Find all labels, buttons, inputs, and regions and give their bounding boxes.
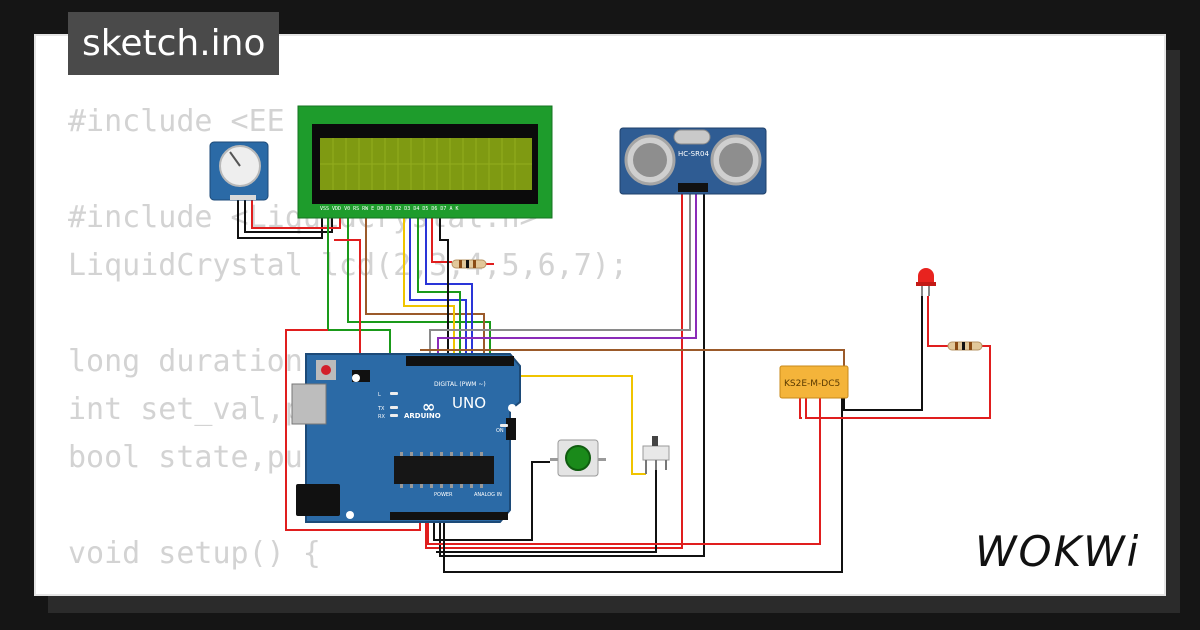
wire-pot-wiper [244,200,333,233]
tx-label: TX [377,406,385,412]
pot-indicator [229,151,241,167]
slide-switch-lever [652,436,658,446]
file-title: sketch.ino [68,12,280,75]
wire-switch-signal [414,375,646,475]
arduino-uno[interactable]: DIGITAL (PWM ~) ∞ UNO ARDUINO L TX RX ON… [291,353,521,523]
wire-switch-gnd [436,470,657,553]
relay[interactable]: KS2E-M-DC5 [779,365,849,399]
relay-body [779,365,849,399]
lcd-pin-labels: VSS VDD V0 RS RW E D0 D1 D2 D3 D4 D5 D6 … [320,206,458,212]
wire-pot-vcc [251,200,341,229]
sensor-crystal [673,129,711,145]
chip-pins [400,452,483,488]
wire-relay-signal [420,349,845,366]
status-leds [390,392,508,427]
wire-button [433,461,550,541]
mounting-hole [508,404,516,412]
l-led-label: L [378,392,381,398]
code-line: bool state,pu [68,440,303,475]
code-line: void setup() { [68,536,321,571]
lcd-display[interactable]: VSS VDD V0 RS RW E D0 D1 D2 D3 D4 D5 D6 … [297,105,553,219]
digital-label: DIGITAL (PWM ~) [434,381,486,388]
slide-switch[interactable] [642,436,670,474]
slide-switch-body [642,445,670,461]
potentiometer[interactable] [209,141,269,201]
code-line: int set_val,p [68,392,303,427]
reset-button[interactable] [321,365,331,375]
digital-header [406,356,514,366]
code-line: long duration [68,344,303,379]
atmega-chip [394,456,494,484]
mounting-hole [346,511,354,519]
sensor-model: HC-SR04 [678,150,709,158]
analog-label: ANALOG IN [474,492,502,498]
wire-pot-gnd [237,200,323,239]
resistor-led[interactable] [947,341,983,351]
wire-sensor-gnd [439,192,705,557]
wire-sensor-vcc [425,192,683,549]
wire-lcd-green-2 [347,213,491,360]
wire-lcd-vdd [334,239,361,360]
preview-card[interactable]: #include <EE#include <LiquidCrystal.h>Li… [34,34,1166,596]
rx-label: RX [378,414,385,420]
ultrasonic-sensor[interactable]: HC-SR04 [619,127,767,195]
board-model: UNO [452,394,486,412]
pushbutton-cap [565,445,591,471]
wire-led-cathode [843,296,923,411]
board-brand: ARDUINO [404,412,441,420]
code-line: LiquidCrystal lcd(2,3,4,5,6,7); [68,248,628,283]
wire-led-resistor [805,345,991,419]
wire-led-anode [927,296,948,347]
sensor-pin-header [678,183,708,192]
led-dome [918,268,934,282]
power-jack [296,484,340,516]
wire-relay-vcc [427,398,821,545]
lcd-grid [320,138,532,190]
power-label: POWER [434,492,453,498]
on-label: ON [496,428,504,434]
arduino-logo-symbol: ∞ [422,397,435,416]
pot-pins [230,195,256,200]
wire-lcd-backlight [431,213,452,263]
wire-5v-loop [285,329,421,531]
wire-lcd-yellow [403,213,455,360]
wire-lcd-green-3 [417,213,461,360]
usb-port [291,383,327,425]
resistor-lcd[interactable] [451,259,487,269]
icsp-header-2 [506,418,516,440]
wire-lcd-k [439,213,449,360]
pushbutton[interactable] [550,439,606,477]
wokwi-logo: WOKWi [975,527,1141,576]
power-analog-header [390,512,508,520]
relay-model: KS2E-M-DC5 [784,379,840,389]
code-line: #include <EE [68,104,285,139]
wire-sensor-trig [429,192,691,360]
led[interactable] [916,268,936,296]
wire-relay-gnd [443,398,843,573]
mounting-hole [352,374,360,382]
wires [237,192,991,573]
wire-relay-red-1 [799,398,802,419]
